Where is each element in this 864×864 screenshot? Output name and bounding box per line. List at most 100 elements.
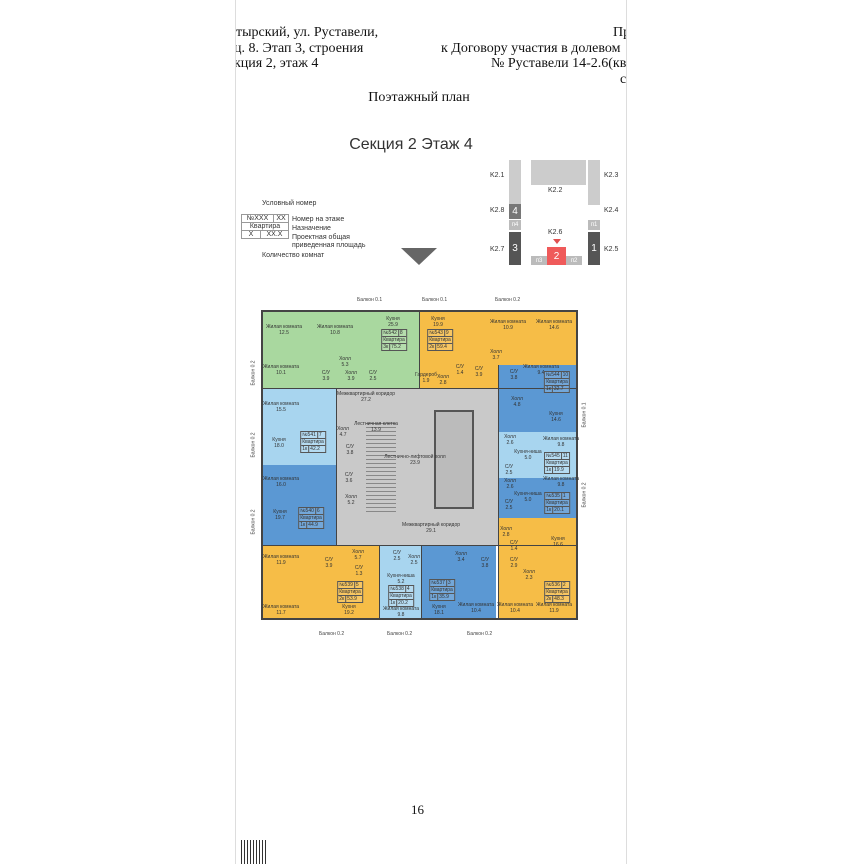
room-name: С/У <box>474 366 484 372</box>
room-name: Жилая комната <box>265 324 303 330</box>
apartment-number: №544 <box>545 372 562 378</box>
apartment-number: №538 <box>390 586 406 592</box>
key-entrance-p1: п1 <box>588 220 600 230</box>
room-name: Кухня <box>273 509 287 515</box>
room-area: 12.5 <box>279 330 289 336</box>
legend-cell-area: XX.X <box>266 231 283 238</box>
room-area: 13.9 <box>371 427 381 433</box>
apartment-544-zone[interactable] <box>498 365 576 432</box>
room-name: Холл <box>339 356 351 362</box>
room-name: Кухня <box>551 536 565 542</box>
room-area: 15.5 <box>276 407 286 413</box>
apartment-541-zone[interactable] <box>263 388 336 465</box>
apartment-floor-number: 9 <box>445 330 449 336</box>
room-name: Холл <box>455 551 467 557</box>
apartment-number: №545 <box>546 453 562 459</box>
apartment-number: №542 <box>383 330 399 336</box>
room-name: Жилая комната <box>262 476 300 482</box>
legend-room-count: Количество комнат <box>262 252 325 259</box>
key-block-k2-3 <box>588 160 600 205</box>
apartment-539-zone[interactable] <box>263 545 379 620</box>
room-name: С/У <box>345 444 355 450</box>
room-area: 10.4 <box>510 608 520 614</box>
apartment-area: 59.4 <box>437 344 447 350</box>
apartment-rooms: 1к <box>390 600 398 606</box>
wall <box>336 388 337 545</box>
apartment-purpose: Квартира <box>546 460 568 466</box>
room-area: 11.7 <box>276 610 286 616</box>
room-area: 2.9 <box>510 563 518 569</box>
room-name: Холл <box>523 569 535 575</box>
legend-cell-purpose: Квартира <box>242 222 288 231</box>
apartment-floor-number: 4 <box>406 586 410 592</box>
balcony-label: Балкон 0.2 <box>387 631 413 637</box>
apartment-545-zone[interactable] <box>498 432 576 478</box>
key-label: K2.6 <box>548 229 563 236</box>
apartment-rooms: 1к <box>302 446 310 452</box>
legend-conditional-number: Условный номер <box>262 200 317 207</box>
room-name: Жилая комната <box>457 602 495 608</box>
room-area: 5.7 <box>354 555 362 561</box>
balcony-label: Балкон 0.2 <box>581 482 588 508</box>
apartment-536-zone[interactable] <box>498 518 576 620</box>
room-name: Кухня <box>272 437 286 443</box>
apartment-purpose: Квартира <box>546 589 568 595</box>
room-name: Жилая комната <box>535 319 573 325</box>
apartment-rooms: 1к <box>546 507 554 513</box>
key-label: K2.3 <box>604 172 619 179</box>
apartment-537-zone[interactable] <box>421 545 496 620</box>
wall <box>419 312 420 388</box>
apartment-535-zone[interactable] <box>498 478 576 518</box>
apartment-538-zone[interactable] <box>379 545 421 620</box>
apartment-number: №539 <box>339 582 355 588</box>
room-area: 11.9 <box>549 608 559 614</box>
room-name: Межквартирный коридор <box>336 391 396 397</box>
apartment-floor-number: 7 <box>318 432 322 438</box>
apartment-area: 44.9 <box>308 522 318 528</box>
wall <box>498 365 499 620</box>
apartment-number: №536 <box>546 582 562 588</box>
room-name: Холл <box>408 554 420 560</box>
north-arrow-icon <box>401 248 437 265</box>
room-area: 5.2 <box>397 579 405 585</box>
room-area: 18.0 <box>274 443 284 449</box>
room-name: Жилая комната <box>542 476 580 482</box>
room-name: С/У <box>324 557 334 563</box>
room-area: 1.4 <box>510 546 518 552</box>
room-area: 11.9 <box>276 560 286 566</box>
key-block-1: 1 <box>588 232 600 265</box>
room-area: 10.1 <box>276 370 286 376</box>
room-area: 27.2 <box>361 397 371 403</box>
room-area: 19.2 <box>344 610 354 616</box>
barcode <box>241 840 267 864</box>
room-name: С/У <box>509 540 519 546</box>
room-name: Жилая комната <box>542 436 580 442</box>
room-name: Жилая комната <box>535 602 573 608</box>
apartment-rooms: 2к <box>339 596 347 602</box>
